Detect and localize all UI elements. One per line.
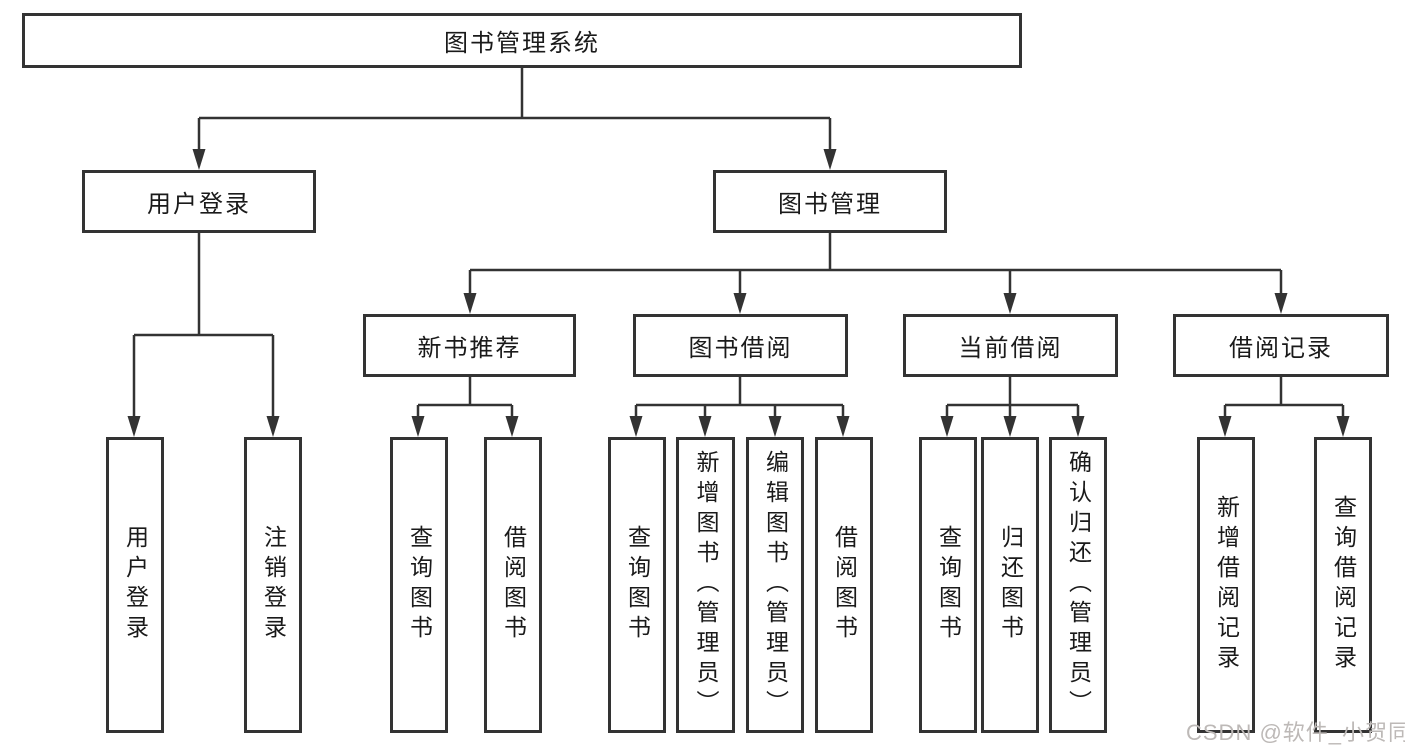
leaf-user-login: 用户登录 — [106, 437, 164, 733]
node-current-borrow: 当前借阅 — [903, 314, 1118, 377]
node-label: 图书管理 — [778, 191, 882, 218]
leaf-borrow-books-recommend: 借阅图书 — [484, 437, 542, 733]
leaf-label: 查询借阅记录 — [1330, 495, 1357, 675]
connector-user-login-branch — [132, 233, 275, 419]
node-book-borrow: 图书借阅 — [633, 314, 848, 377]
node-library-management-system: 图书管理系统 — [22, 13, 1022, 68]
connector-new-book-branch — [416, 377, 514, 419]
arrow-down-icon — [698, 416, 712, 437]
connector-borrow-records-branch — [1223, 377, 1345, 419]
node-label: 图书管理系统 — [444, 30, 600, 57]
node-user-login: 用户登录 — [82, 170, 316, 233]
leaf-add-books-admin: 新增图书（管理员） — [676, 437, 735, 733]
arrow-down-icon — [1003, 293, 1017, 314]
leaf-label: 借阅图书 — [831, 525, 858, 645]
leaf-label: 注销登录 — [260, 525, 287, 645]
arrow-down-icon — [505, 416, 519, 437]
node-label: 新书推荐 — [417, 335, 522, 362]
leaf-edit-books-admin: 编辑图书（管理员） — [746, 437, 804, 733]
arrow-down-icon — [192, 149, 206, 170]
connector-book-management-branch — [468, 233, 1283, 296]
leaf-query-borrow-record: 查询借阅记录 — [1314, 437, 1372, 733]
csdn-watermark: CSDN @软件_小贺同学 — [1186, 720, 1405, 745]
leaf-label: 新增借阅记录 — [1213, 495, 1240, 675]
arrow-down-icon — [1274, 293, 1288, 314]
arrow-down-icon — [463, 293, 477, 314]
node-label: 当前借阅 — [958, 335, 1063, 362]
arrow-down-icon — [266, 416, 280, 437]
connector-root-branch — [197, 68, 832, 152]
node-label: 用户登录 — [147, 191, 251, 218]
arrow-down-icon — [411, 416, 425, 437]
node-book-management: 图书管理 — [713, 170, 947, 233]
leaf-query-books-current: 查询图书 — [919, 437, 977, 733]
leaf-label: 编辑图书（管理员） — [762, 450, 789, 720]
leaf-confirm-return-admin: 确认归还（管理员） — [1049, 437, 1107, 733]
arrow-down-icon — [940, 416, 954, 437]
arrow-down-icon — [768, 416, 782, 437]
arrowheads — [127, 149, 1350, 437]
arrow-down-icon — [127, 416, 141, 437]
leaf-query-books-borrow: 查询图书 — [608, 437, 666, 733]
node-borrow-records: 借阅记录 — [1173, 314, 1389, 377]
arrow-down-icon — [823, 149, 837, 170]
connector-current-borrow-branch — [945, 377, 1080, 419]
node-new-book-recommend: 新书推荐 — [363, 314, 576, 377]
leaf-borrow-books: 借阅图书 — [815, 437, 873, 733]
leaf-label: 新增图书（管理员） — [693, 450, 719, 720]
leaf-label: 借阅图书 — [500, 525, 527, 645]
arrow-down-icon — [733, 293, 747, 314]
leaf-query-books-recommend: 查询图书 — [390, 437, 448, 733]
node-label: 借阅记录 — [1229, 335, 1333, 362]
node-label: 图书借阅 — [688, 335, 793, 362]
leaf-label: 查询图书 — [935, 525, 962, 645]
leaf-label: 归还图书 — [997, 525, 1024, 645]
leaf-add-borrow-record: 新增借阅记录 — [1197, 437, 1255, 733]
leaf-logout-login: 注销登录 — [244, 437, 302, 733]
leaf-label: 确认归还（管理员） — [1065, 450, 1092, 720]
leaf-label: 查询图书 — [406, 525, 433, 645]
leaf-label: 查询图书 — [624, 525, 651, 645]
leaf-return-books: 归还图书 — [981, 437, 1039, 733]
arrow-down-icon — [629, 416, 643, 437]
leaf-label: 用户登录 — [122, 525, 149, 645]
arrow-down-icon — [1071, 416, 1085, 437]
connector-book-borrow-branch — [634, 377, 845, 419]
arrow-down-icon — [1336, 416, 1350, 437]
arrow-down-icon — [1218, 416, 1232, 437]
arrow-down-icon — [1003, 416, 1017, 437]
arrow-down-icon — [836, 416, 850, 437]
